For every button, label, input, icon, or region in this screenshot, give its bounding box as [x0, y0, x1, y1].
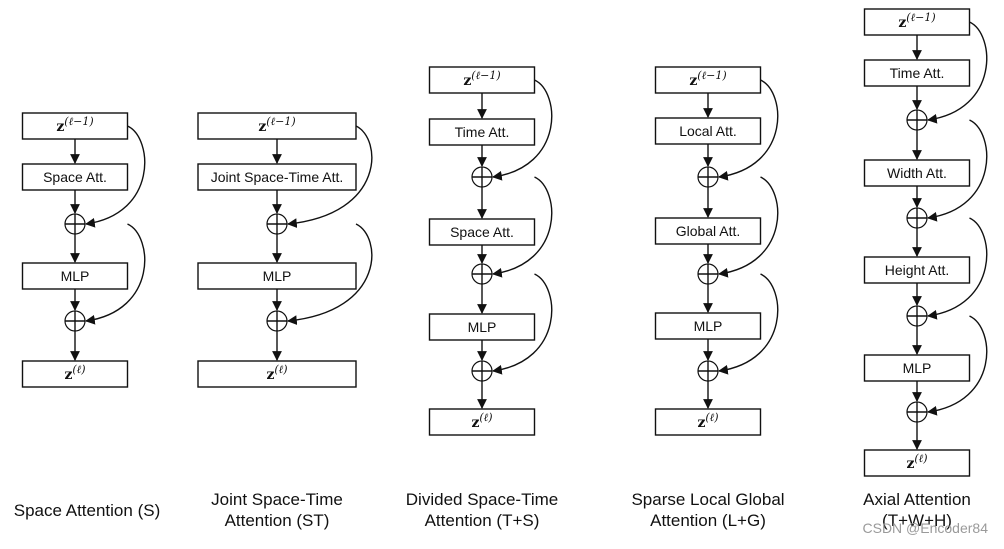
sum-node	[64, 213, 86, 235]
column-space: z(ℓ−1) Space Att. MLP z(ℓ) Space Attention (…	[14, 112, 160, 520]
residual-connection	[287, 223, 373, 325]
residual-connection	[85, 125, 146, 228]
sum-node	[906, 401, 928, 423]
svg-text:Joint Space-Time Att.: Joint Space-Time Att.	[211, 169, 344, 185]
input-z-node: z(ℓ−1)	[197, 112, 357, 140]
attention-block: Space Att.	[21, 163, 129, 191]
residual-connection	[492, 79, 553, 181]
output-z-node: z(ℓ)	[428, 408, 536, 436]
svg-text:Height Att.: Height Att.	[885, 262, 950, 278]
svg-text:z(ℓ): z(ℓ)	[266, 363, 287, 383]
input-z-node: z(ℓ−1)	[654, 66, 762, 94]
residual-connection	[927, 21, 988, 124]
attention-block: MLP	[197, 262, 357, 290]
attention-block: MLP	[21, 262, 129, 290]
output-z-node: z(ℓ)	[197, 360, 357, 388]
attention-block: Space Att.	[428, 218, 536, 246]
input-z-node: z(ℓ−1)	[21, 112, 129, 140]
residual-connection	[718, 273, 779, 375]
svg-text:Local Att.: Local Att.	[679, 123, 737, 139]
sum-node	[697, 263, 719, 285]
svg-text:Time Att.: Time Att.	[455, 124, 510, 140]
svg-text:MLP: MLP	[263, 268, 292, 284]
svg-text:Space Att.: Space Att.	[43, 169, 107, 185]
residual-connection	[718, 176, 779, 278]
svg-text:Width Att.: Width Att.	[887, 165, 947, 181]
sum-node	[906, 207, 928, 229]
svg-text:MLP: MLP	[903, 360, 932, 376]
residual-connection	[927, 315, 988, 416]
svg-text:Time Att.: Time Att.	[890, 65, 945, 81]
sum-node	[906, 305, 928, 327]
residual-connection	[927, 119, 988, 222]
svg-text:z(ℓ−1): z(ℓ−1)	[258, 115, 295, 135]
svg-text:MLP: MLP	[694, 318, 723, 334]
svg-text:z(ℓ): z(ℓ)	[64, 363, 85, 383]
residual-connection	[718, 79, 779, 181]
svg-text:z(ℓ): z(ℓ)	[906, 452, 927, 472]
column-caption: Space Attention (S)	[14, 501, 160, 520]
svg-text:MLP: MLP	[468, 319, 497, 335]
attention-block: Global Att.	[654, 217, 762, 245]
sum-node	[697, 166, 719, 188]
svg-text:z(ℓ−1): z(ℓ−1)	[689, 69, 726, 89]
input-z-node: z(ℓ−1)	[428, 66, 536, 94]
column-sparse: z(ℓ−1) Local Att. Global Att. MLP z(ℓ) Sparse…	[631, 66, 785, 530]
attention-block: Height Att.	[863, 256, 971, 284]
residual-connection	[85, 223, 146, 325]
sum-node	[906, 109, 928, 131]
watermark: CSDN @Encoder84	[863, 520, 989, 536]
svg-text:z(ℓ−1): z(ℓ−1)	[898, 11, 935, 31]
sum-node	[471, 166, 493, 188]
attention-block: MLP	[863, 354, 971, 382]
attention-block: MLP	[654, 312, 762, 340]
sum-node	[471, 263, 493, 285]
sum-node	[471, 360, 493, 382]
output-z-node: z(ℓ)	[863, 449, 971, 477]
column-axial: z(ℓ−1) Time Att. Width Att. Height Att. MLP z…	[863, 8, 988, 530]
input-z-node: z(ℓ−1)	[863, 8, 971, 36]
attention-block: Width Att.	[863, 159, 971, 187]
residual-connection	[492, 273, 553, 375]
sum-node	[697, 360, 719, 382]
svg-text:z(ℓ−1): z(ℓ−1)	[56, 115, 93, 135]
svg-text:Global Att.: Global Att.	[676, 223, 741, 239]
attention-block: Time Att.	[863, 59, 971, 87]
svg-text:z(ℓ): z(ℓ)	[697, 411, 718, 431]
attention-block: Time Att.	[428, 118, 536, 146]
residual-connection	[927, 217, 988, 320]
svg-text:z(ℓ): z(ℓ)	[471, 411, 492, 431]
residual-connection	[287, 125, 373, 228]
residual-connection	[492, 176, 553, 278]
output-z-node: z(ℓ)	[21, 360, 129, 388]
attention-block: MLP	[428, 313, 536, 341]
attention-block: Joint Space-Time Att.	[197, 163, 357, 191]
attention-block: Local Att.	[654, 117, 762, 145]
sum-node	[266, 213, 288, 235]
output-z-node: z(ℓ)	[654, 408, 762, 436]
column-caption: Axial Attention(T+W+H)	[863, 490, 971, 530]
sum-node	[64, 310, 86, 332]
svg-text:MLP: MLP	[61, 268, 90, 284]
svg-text:z(ℓ−1): z(ℓ−1)	[463, 69, 500, 89]
svg-text:Space Att.: Space Att.	[450, 224, 514, 240]
column-joint: z(ℓ−1) Joint Space-Time Att. MLP z(ℓ) Joint …	[197, 112, 373, 530]
sum-node	[266, 310, 288, 332]
column-divided: z(ℓ−1) Time Att. Space Att. MLP z(ℓ) Divided …	[406, 66, 558, 530]
